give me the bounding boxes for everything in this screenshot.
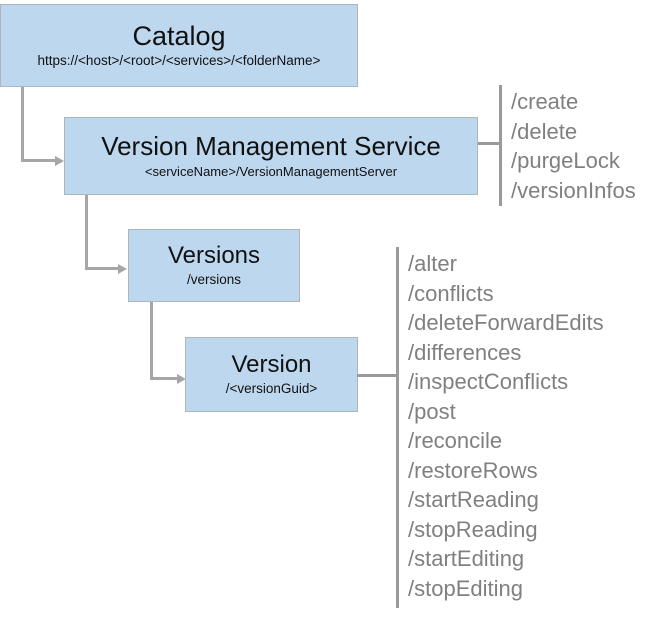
endpoint-item[interactable]: /inspectConflicts	[408, 369, 569, 394]
connector-catalog-to-vms	[21, 87, 65, 166]
node-versions[interactable]: Versions /versions	[128, 229, 300, 302]
connector-vertical-segment	[21, 87, 24, 162]
endpoint-list-vms: /create /delete /purgeLock /versionInfos	[511, 87, 636, 205]
node-version-subtitle: /<versionGuid>	[225, 380, 318, 396]
endpoint-item[interactable]: /delete	[511, 118, 578, 144]
endpoint-rule	[396, 247, 399, 608]
node-version[interactable]: Version /<versionGuid>	[185, 337, 358, 412]
endpoint-item[interactable]: /create	[511, 89, 579, 114]
endpoint-item[interactable]: /reconcile	[408, 428, 503, 453]
node-catalog[interactable]: Catalog https://<host>/<root>/<services>…	[0, 4, 358, 87]
endpoint-item[interactable]: /restoreRows	[408, 457, 538, 483]
endpoint-item[interactable]: /versionInfos	[511, 177, 636, 203]
endpoint-item[interactable]: /startReading	[408, 487, 539, 512]
connector-versions-to-version	[150, 302, 190, 384]
connector-arrowhead	[118, 263, 127, 274]
endpoint-list-version: /alter /conflicts /deleteForwardEdits /d…	[408, 249, 604, 603]
node-version-management-service[interactable]: Version Management Service <serviceName>…	[64, 117, 478, 195]
connector-horizontal-segment	[21, 159, 56, 162]
node-version-management-service-subtitle: <serviceName>/VersionManagementServer	[144, 163, 398, 179]
endpoint-stem	[357, 374, 397, 377]
node-catalog-title: Catalog	[132, 20, 226, 51]
connector-horizontal-segment	[150, 377, 178, 380]
endpoint-rule	[499, 85, 502, 206]
endpoint-item[interactable]: /stopReading	[408, 516, 538, 542]
endpoint-item[interactable]: /conflicts	[408, 280, 494, 306]
node-versions-subtitle: /versions	[186, 271, 242, 287]
endpoint-item[interactable]: /alter	[408, 251, 457, 276]
endpoint-item[interactable]: /differences	[408, 339, 522, 365]
endpoint-item[interactable]: /stopEditing	[408, 575, 523, 601]
endpoint-stem	[478, 142, 500, 145]
node-versions-title: Versions	[167, 242, 261, 270]
node-catalog-subtitle: https://<host>/<root>/<services>/<folder…	[37, 53, 321, 69]
endpoint-item[interactable]: /purgeLock	[511, 148, 620, 173]
connector-vms-to-versions	[85, 195, 131, 274]
connector-arrowhead	[55, 155, 64, 166]
node-version-management-service-title: Version Management Service	[101, 131, 441, 162]
endpoint-item[interactable]: /deleteForwardEdits	[408, 310, 604, 335]
endpoint-item[interactable]: /post	[408, 398, 456, 424]
connector-horizontal-segment	[85, 267, 119, 270]
endpoint-item[interactable]: /startEditing	[408, 546, 525, 571]
connector-arrowhead	[177, 373, 186, 384]
node-version-title: Version	[231, 351, 312, 379]
connector-vertical-segment	[85, 195, 88, 270]
connector-vertical-segment	[150, 302, 153, 380]
